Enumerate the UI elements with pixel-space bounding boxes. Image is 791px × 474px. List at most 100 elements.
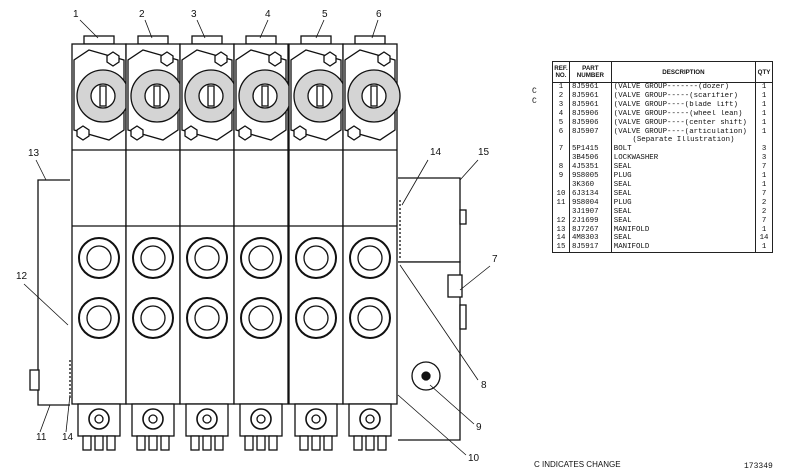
row-part-number: 8J5961	[568, 91, 612, 101]
row-part-number: 8J5961	[568, 82, 612, 92]
bottom-nut	[106, 435, 116, 451]
callout-leader	[401, 159, 429, 206]
row-ref: 13	[552, 225, 570, 235]
valve-stack	[29, 35, 467, 451]
row-qty	[755, 136, 773, 146]
bottom-nut	[256, 435, 266, 451]
bottom-port-center	[365, 414, 375, 424]
drawing-number: 173349	[744, 462, 773, 471]
bottom-nut	[323, 435, 333, 451]
callout-leader	[397, 394, 467, 456]
callout: 2	[139, 9, 153, 39]
bottom-nut	[365, 435, 375, 451]
valve-section	[71, 35, 130, 451]
bottom-nut	[353, 435, 363, 451]
row-description: SEAL	[610, 163, 757, 173]
row-part-number: 3K360	[568, 180, 612, 190]
row-qty: 7	[755, 189, 773, 199]
cap-bolt	[184, 125, 198, 141]
spool-slot	[207, 85, 215, 107]
bottom-nut	[94, 435, 104, 451]
callout-number: 6	[376, 9, 382, 20]
callout-leader	[459, 159, 479, 181]
row-qty: 7	[755, 216, 773, 226]
valve-section	[125, 35, 184, 451]
callout-leader	[259, 19, 269, 39]
cap-bolt	[160, 51, 174, 67]
callout-number: 2	[139, 9, 145, 20]
spool-slot	[316, 85, 324, 107]
callout-number: 4	[265, 9, 271, 20]
callout: 1	[73, 9, 99, 39]
bottom-nut	[190, 435, 200, 451]
valve-top-cap	[137, 35, 169, 45]
callout-number: 1	[73, 9, 79, 20]
row-ref: 1	[552, 82, 570, 92]
row-description: PLUG	[610, 198, 757, 208]
callout-number: 10	[468, 453, 480, 464]
row-description: (VALVE GROUP-------(dozer)	[610, 82, 757, 92]
bottom-port-center	[94, 414, 104, 424]
row-part-number: 8J5906	[568, 109, 612, 119]
row-ref: 4	[552, 109, 570, 119]
row-ref	[552, 207, 570, 217]
callout-leader	[429, 384, 475, 425]
cap-bolt	[268, 51, 282, 67]
spool-slot	[370, 85, 378, 107]
row-part-number	[568, 136, 612, 146]
row-qty: 1	[755, 180, 773, 190]
row-qty: 14	[755, 234, 773, 244]
bottom-nut	[148, 435, 158, 451]
relief-port-inner	[303, 305, 329, 331]
row-ref: 6	[552, 127, 570, 137]
row-ref	[552, 136, 570, 146]
bottom-nut	[299, 435, 309, 451]
callout-number: 11	[36, 432, 47, 443]
side-port	[447, 274, 463, 298]
row-description: PLUG	[610, 172, 757, 181]
row-qty: 2	[755, 198, 773, 208]
row-part-number: 8J5917	[568, 243, 612, 254]
cap-bolt	[347, 125, 361, 141]
row-ref: 7	[552, 145, 570, 155]
row-description: (VALVE GROUP----(center shift)	[610, 118, 757, 128]
callout-number: 14	[430, 147, 442, 158]
row-part-number: 8J5906	[568, 118, 612, 128]
relief-port-inner	[140, 245, 166, 271]
row-ref: 9	[552, 172, 570, 181]
cap-bolt	[377, 51, 391, 67]
callout: 14	[401, 147, 442, 206]
callout-leader	[65, 394, 71, 433]
row-description: (VALVE GROUP-----(scarifier)	[610, 91, 757, 101]
row-description: SEAL	[610, 234, 757, 244]
cap-bolt	[293, 125, 307, 141]
row-description: SEAL	[610, 207, 757, 217]
row-qty: 1	[755, 91, 773, 101]
header-part-number: PART NUMBER	[568, 61, 612, 83]
row-ref: 11	[552, 198, 570, 208]
callout-number: 9	[476, 422, 482, 433]
row-ref: 12	[552, 216, 570, 226]
row-part-number: 9S8005	[568, 172, 612, 181]
row-ref: 8	[552, 163, 570, 173]
row-qty: 2	[755, 207, 773, 217]
valve-top-cap	[354, 35, 386, 45]
header-description: DESCRIPTION	[610, 61, 757, 83]
row-ref: 3	[552, 100, 570, 110]
bottom-nut	[244, 435, 254, 451]
row-part-number: 5P1415	[568, 145, 612, 155]
bottom-port-center	[148, 414, 158, 424]
row-description: MANIFOLD	[610, 243, 757, 254]
bottom-nut	[160, 435, 170, 451]
row-ref: 15	[552, 243, 570, 254]
